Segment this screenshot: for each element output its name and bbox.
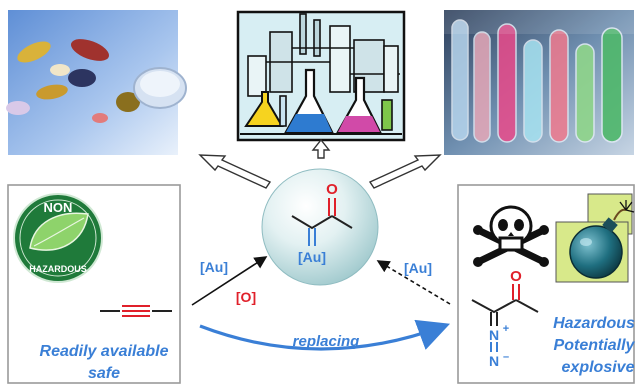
right-caption-line1: Hazardous	[553, 315, 635, 332]
diazo-ketone-structure: O N + N –	[471, 268, 539, 369]
pills-photo	[6, 10, 187, 155]
right-arrow-catalyst: [Au]	[404, 260, 432, 276]
left-caption-line1: Readily available	[40, 343, 169, 360]
diazo-n-bottom: N	[489, 353, 499, 369]
center-catalyst: [Au]	[298, 249, 326, 265]
center-oxygen: O	[326, 181, 338, 198]
left-box	[7, 184, 181, 384]
gold-carbenoid-sphere: O [Au]	[261, 168, 379, 286]
arrow-to-tubes	[368, 154, 442, 189]
diazo-oxygen: O	[510, 268, 522, 285]
right-caption-line2: Potentially	[554, 337, 636, 354]
arrow-alkyne-to-carbenoid	[191, 256, 268, 306]
skull-crossbones-icon	[473, 205, 549, 267]
diazo-plus: +	[503, 323, 509, 335]
alkyne-structure	[100, 305, 172, 317]
non-hazardous-badge: NON HAZARDOUS	[13, 193, 103, 283]
right-box	[457, 184, 635, 384]
arrow-to-plant	[311, 138, 331, 159]
replacing-label: replacing	[293, 333, 360, 350]
diazo-n-top: N	[489, 327, 499, 343]
arrow-to-pills	[198, 154, 272, 189]
badge-bottom-text: HAZARDOUS	[29, 264, 87, 274]
badge-top-text: NON	[44, 200, 73, 215]
left-arrow-oxidant: [O]	[236, 289, 256, 305]
left-caption-line2: safe	[88, 365, 120, 382]
left-arrow-catalyst: [Au]	[200, 259, 228, 275]
replacing-arrow	[199, 319, 451, 351]
test-tubes-photo	[444, 10, 634, 155]
right-caption-line3: explosive	[562, 359, 635, 376]
diazo-minus: –	[503, 351, 509, 363]
bomb-icon	[555, 193, 635, 283]
chemical-plant-clipart	[236, 10, 406, 142]
